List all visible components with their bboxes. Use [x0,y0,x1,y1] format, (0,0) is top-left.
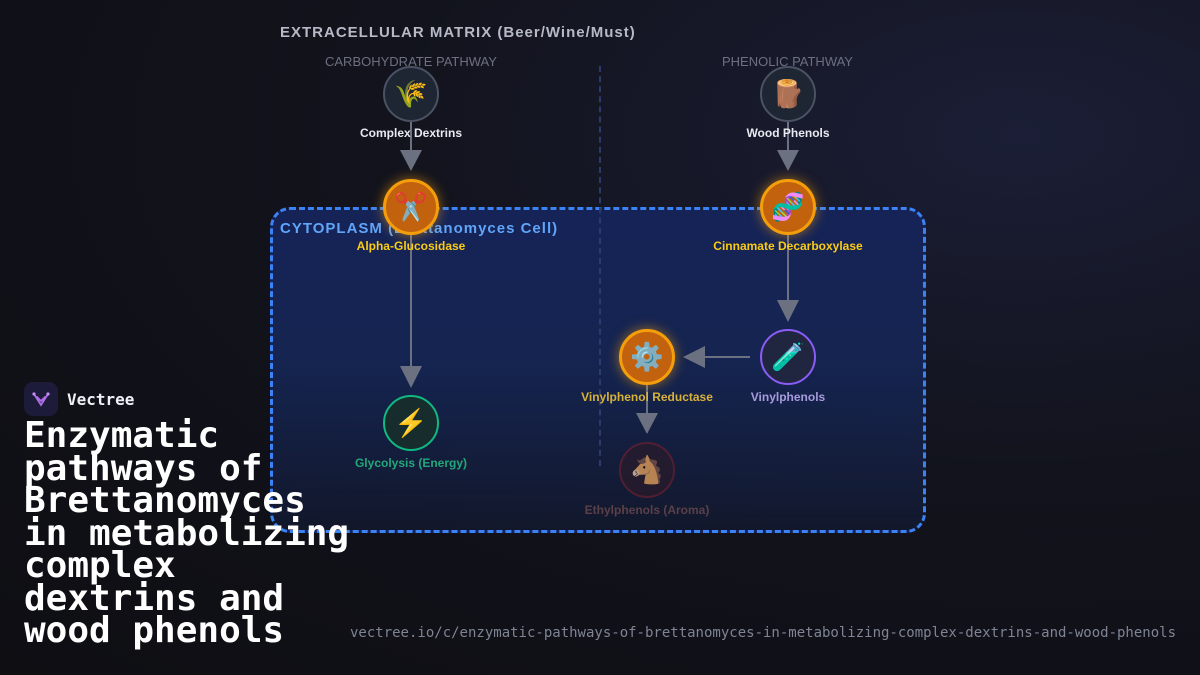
alpha-glucosidase-node: ✂️ [383,179,439,235]
alpha-glucosidase-label: Alpha-Glucosidase [356,239,466,253]
test-tube-icon: 🧪 [771,342,805,372]
source-url: vectree.io/c/enzymatic-pathways-of-brett… [349,625,1176,641]
ethylphenols-label: Ethylphenols (Aroma) [584,503,710,517]
gear-icon: ⚙️ [630,342,664,372]
cinnamate-decarboxylase-label: Cinnamate Decarboxylase [713,239,863,253]
pathway-divider [599,66,601,466]
dna-icon: 🧬 [771,192,805,222]
arrow-reductase-to-ethylphenols [636,385,658,434]
arrow-decarboxylase-to-vinylphenols [777,234,799,322]
wheat-icon: 🌾 [394,79,428,109]
cytoplasm-region [270,207,926,533]
arrow-glucosidase-to-glycolysis [400,234,422,388]
wood-log-icon: 🪵 [771,79,805,109]
wood-phenols-label: Wood Phenols [746,126,830,140]
vectree-logo-icon [24,382,58,416]
arrow-phenols-to-decarboxylase [777,122,799,171]
vinylphenol-reductase-label: Vinylphenol Reductase [581,390,713,404]
arrow-dextrins-to-glucosidase [400,122,422,171]
vinylphenols-node: 🧪 [760,329,816,385]
lightning-icon: ⚡ [394,408,428,438]
brand-name: Vectree [67,389,135,409]
vinylphenols-label: Vinylphenols [750,390,826,404]
phenolic-lane-label: PHENOLIC PATHWAY [722,54,853,69]
cinnamate-decarboxylase-node: 🧬 [760,179,816,235]
scissors-icon: ✂️ [394,192,428,222]
horse-icon: 🐴 [630,455,664,485]
glycolysis-label: Glycolysis (Energy) [354,456,468,470]
page-title: Enzymatic pathways of Brettanomyces in m… [24,415,350,651]
vinylphenol-reductase-node: ⚙️ [619,329,675,385]
arrow-vinylphenols-to-reductase [683,346,750,368]
wood-phenols-node: 🪵 [760,66,816,122]
ethylphenols-node: 🐴 [619,442,675,498]
brand: Vectree [24,382,134,416]
carbohydrate-lane-label: CARBOHYDRATE PATHWAY [325,54,497,69]
complex-dextrins-node: 🌾 [383,66,439,122]
extracellular-title: EXTRACELLULAR MATRIX (Beer/Wine/Must) [280,24,636,41]
glycolysis-node: ⚡ [383,395,439,451]
complex-dextrins-label: Complex Dextrins [359,126,463,140]
